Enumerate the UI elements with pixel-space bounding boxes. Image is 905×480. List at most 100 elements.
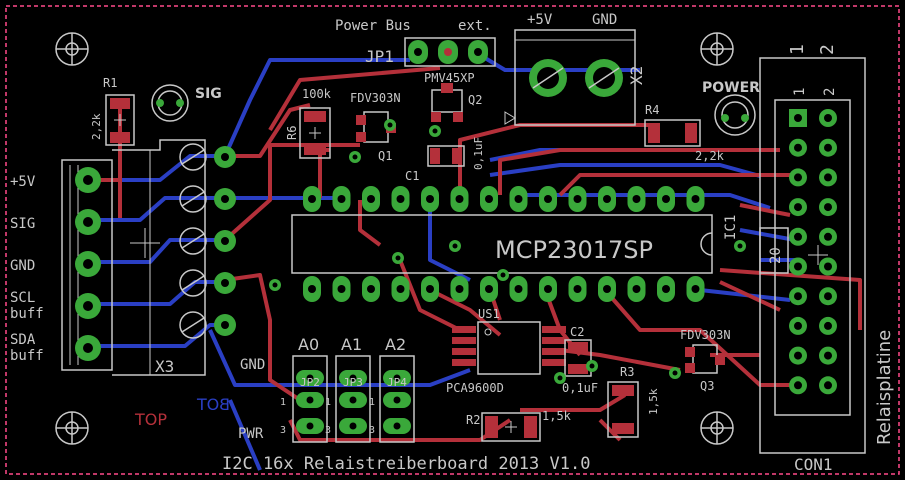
ic1-pin: [450, 276, 469, 302]
mounting-hole-bottom-right: [700, 411, 734, 445]
label-con1-num-2: 2: [817, 44, 838, 55]
x3-pads: [75, 167, 101, 361]
con1-pin: [819, 198, 837, 217]
x3-screws: [179, 143, 207, 339]
ic1-pin: [657, 186, 675, 212]
label-jp4: JP4: [387, 376, 407, 389]
label-jp2-pin3: 3: [280, 425, 286, 436]
ic1-pin: [480, 186, 498, 212]
terminal-block-x3: [61, 139, 206, 376]
resistor-r2: [481, 412, 541, 442]
label-pin-sda: SDA: [10, 332, 36, 348]
label-x2: X2: [627, 66, 646, 85]
label-x3: X3: [155, 357, 174, 376]
label-pwr: PWR: [238, 426, 264, 442]
label-pin-sig: SIG: [10, 216, 35, 232]
label-pin-5v: +5V: [10, 174, 36, 190]
label-r1-value: 2,2k: [90, 113, 103, 140]
bottom-copper: [88, 50, 800, 471]
label-c2-value: 0,1uF: [562, 381, 598, 395]
mounting-holes: [55, 32, 734, 445]
label-con1-pin-2: 2: [822, 88, 838, 96]
label-r6: R6: [285, 126, 299, 140]
ic1-pin: [421, 186, 439, 212]
label-r2-value: 1,5k: [542, 409, 572, 423]
label-a2: A2: [385, 335, 406, 354]
con1-pin: [789, 316, 807, 335]
label-r2: R2: [466, 413, 480, 427]
ic1-pin: [539, 276, 557, 302]
label-con1-pin-20: 20: [768, 247, 784, 264]
vias: [269, 119, 746, 384]
label-a0: A0: [298, 335, 319, 354]
con1-pin: [819, 287, 837, 306]
label-r6-value: 100k: [302, 87, 332, 101]
ic1-pins: [303, 186, 705, 302]
con1-pin: [819, 227, 837, 246]
ic1-pin: [539, 186, 557, 212]
ic-us1: [452, 321, 566, 375]
label-r4: R4: [645, 103, 659, 117]
label-pin-sda-buff: buff: [10, 348, 44, 364]
label-q3: Q3: [700, 379, 714, 393]
con1-pin: [789, 257, 807, 276]
led-power: [714, 94, 756, 136]
label-con1-pin-1: 1: [792, 88, 808, 96]
label-gnd-mid: GND: [240, 357, 265, 373]
address-jumper: [379, 355, 415, 443]
address-jumpers: [292, 355, 415, 443]
ic1-pin: [303, 186, 321, 212]
transistor-q2: [431, 83, 463, 122]
via: [497, 269, 509, 281]
board-title: I2C 16x Relaistreiberboard 2013 V1.0: [222, 454, 590, 474]
via: [586, 360, 598, 372]
jumper-jp1: [404, 37, 496, 67]
resistor-r4: [644, 119, 701, 147]
via: [349, 151, 361, 163]
ic1-pin: [421, 276, 439, 302]
ic1-pin: [598, 276, 616, 302]
label-con1-num-1: 1: [787, 44, 808, 55]
ic1-pin: [391, 186, 410, 212]
label-jp3: JP3: [343, 376, 363, 389]
capacitor-c2: [564, 339, 592, 377]
con1-pin: [819, 316, 837, 335]
transistor-q3: [685, 344, 725, 374]
con1-pin: [819, 346, 837, 365]
ic1-pin: [627, 276, 646, 302]
label-power-bus: Power Bus: [335, 18, 411, 34]
label-layer-top: TOP: [134, 410, 167, 429]
mounting-hole-top-right: [700, 32, 734, 66]
ic1-pin: [303, 276, 321, 302]
label-jp3-pin3: 3: [325, 425, 331, 436]
mounting-hole-bottom-left: [55, 411, 89, 445]
ic1-pin: [480, 276, 498, 302]
board-outline: [5, 5, 900, 475]
resistor-r1: [105, 94, 135, 146]
label-fdv303n-a: FDV303N: [350, 91, 401, 105]
label-c2: C2: [570, 325, 584, 339]
mounting-hole-top-left: [55, 32, 89, 66]
con1-pin: [789, 198, 807, 217]
ic1-pin: [568, 186, 587, 212]
label-q2: Q2: [468, 93, 482, 107]
capacitor-c1: [427, 145, 465, 167]
silk-labels: Power Bus ext. JP1 +5V GND X2 PMV45XP Q2…: [10, 12, 895, 474]
con1-pin: [789, 168, 807, 187]
label-jp2-pin1: 1: [280, 397, 286, 408]
via: [392, 252, 404, 264]
con1-pin: [789, 109, 807, 127]
via: [384, 119, 396, 131]
via: [449, 240, 461, 252]
label-x2-5v: +5V: [527, 12, 553, 28]
x3-output-pads: [214, 146, 236, 336]
label-r1: R1: [103, 76, 117, 90]
terminal-block-x2: [504, 29, 636, 126]
via: [429, 125, 441, 137]
label-ic1-part: MCP23017SP: [495, 236, 653, 264]
con1-pin: [789, 287, 807, 306]
label-pin-scl: SCL: [10, 290, 35, 306]
label-ext: ext.: [458, 18, 492, 34]
